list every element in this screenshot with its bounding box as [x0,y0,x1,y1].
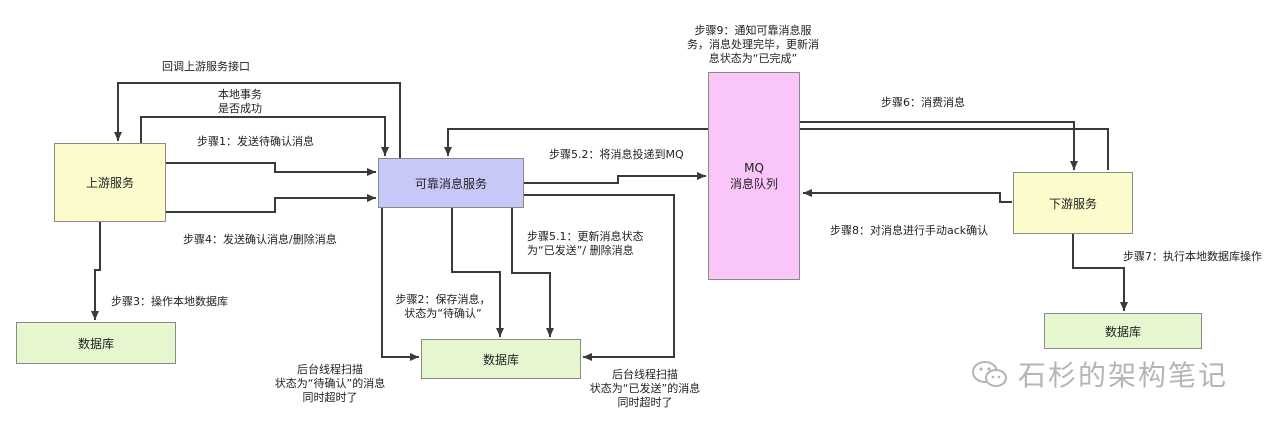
arrow-step3 [91,222,101,320]
upstream-service-box: 上游服务 [54,143,166,222]
arrow-scan-left [381,208,419,361]
label-step6: 步骤6：消费消息 [881,96,965,109]
label-step9-line2: 务，消息处理完毕，更新消 [687,38,819,51]
label-step4: 步骤4：发送确认消息/删除消息 [183,233,337,246]
label-scan-right: 后台线程扫描 状态为“已发送”的消息 同时超时了 [575,368,715,410]
arrow-step6 [800,121,1078,170]
label-step2: 步骤2：保存消息， 状态为“待确认” [393,293,493,321]
label-scan-right-line1: 后台线程扫描 [612,368,678,381]
arrow-scan-right [522,194,675,361]
label-local-tx-line1: 本地事务 [218,88,262,101]
arrow-step2 [451,208,504,337]
label-step9: 步骤9：通知可靠消息服 务，消息处理完毕，更新消 息状态为“已完成” [678,24,828,66]
label-scan-left-line2: 状态为“待确认”的消息 [274,377,386,390]
mq-title: MQ [744,160,764,175]
label-scan-left-line1: 后台线程扫描 [297,363,363,376]
label-scan-right-line3: 同时超时了 [617,396,673,409]
label-step51-line2: 为“已发送”/ 删除消息 [527,244,634,257]
watermark: 石杉的架构笔记 [970,354,1228,394]
label-step3: 步骤3：操作本地数据库 [111,295,228,308]
arrow-step52 [523,172,706,184]
label-step9-line1: 步骤9：通知可靠消息服 [694,24,812,37]
watermark-text: 石杉的架构笔记 [1018,359,1229,392]
label-scan-left: 后台线程扫描 状态为“待确认”的消息 同时超时了 [260,363,400,405]
arrow-local-tx-check [140,116,389,156]
arrow-step8 [803,189,1012,203]
label-callback: 回调上游服务接口 [162,60,250,73]
downstream-service-box: 下游服务 [1013,172,1133,234]
mq-box: MQ 消息队列 [708,72,800,280]
arrow-callback [114,82,401,158]
database-left-box: 数据库 [16,322,176,364]
database-middle-label: 数据库 [482,352,519,367]
arrow-step4 [165,194,376,213]
reliable-message-service-box: 可靠消息服务 [378,158,524,208]
label-step9-line3: 息状态为“已完成” [708,52,798,65]
label-step52: 步骤5.2：将消息投递到MQ [549,148,684,161]
arrow-step7 [1072,233,1128,311]
label-step51-line1: 步骤5.1：更新消息状态 [527,230,644,243]
wechat-icon [972,361,1007,387]
label-scan-right-line2: 状态为“已发送”的消息 [589,382,701,395]
database-right-box: 数据库 [1044,313,1202,349]
upstream-service-label: 上游服务 [85,176,134,190]
database-left-label: 数据库 [77,336,114,351]
label-scan-left-line3: 同时超时了 [302,391,358,404]
mq-subtitle: 消息队列 [729,176,778,191]
label-step51: 步骤5.1：更新消息状态 为“已发送”/ 删除消息 [527,230,644,258]
arrow-step51 [511,208,554,337]
label-local-tx-line2: 是否成功 [218,102,262,115]
label-step7: 步骤7：执行本地数据库操作 [1123,250,1262,263]
database-right-label: 数据库 [1104,324,1141,339]
label-step2-line2: 状态为“待确认” [404,307,482,320]
reliable-message-service-label: 可靠消息服务 [414,176,487,191]
label-step1: 步骤1：发送待确认消息 [197,135,314,148]
label-step8: 步骤8：对消息进行手动ack确认 [830,224,989,237]
database-middle-box: 数据库 [421,339,581,379]
label-step2-line1: 步骤2：保存消息， [395,293,491,306]
downstream-service-label: 下游服务 [1048,196,1097,211]
arrow-step1 [165,162,376,176]
label-local-tx: 本地事务 是否成功 [205,88,275,116]
